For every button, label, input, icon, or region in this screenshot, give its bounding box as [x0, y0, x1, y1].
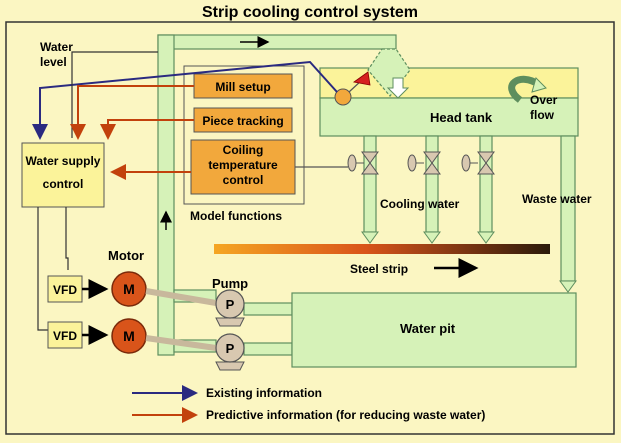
legend-predictive-label: Predictive information (for reducing was… [206, 408, 485, 422]
pipe-signal-line [71, 51, 158, 138]
overflow-label: Over [530, 93, 558, 107]
svg-text:level: level [40, 55, 67, 69]
diagram-title: Strip cooling control system [202, 4, 418, 21]
steel-strip [214, 244, 550, 254]
motor-label: Motor [108, 248, 144, 263]
pump-label: Pump [212, 276, 248, 291]
flag-icon [353, 71, 371, 86]
coiling-label: Coiling [223, 143, 264, 157]
shaft [145, 335, 217, 351]
model-functions-label: Model functions [190, 209, 282, 223]
outer-frame [5, 21, 615, 435]
steel-strip-label: Steel strip [350, 262, 408, 276]
coiling-temp-box [190, 139, 296, 195]
water-pit [291, 292, 577, 368]
valve-icon [461, 151, 495, 175]
existing-info-line [32, 60, 338, 140]
motor-icon-2 [111, 318, 147, 354]
water-level-label: Water [40, 40, 73, 54]
piece-tracking-label: Piece tracking [202, 114, 283, 128]
svg-text:temperature: temperature [208, 158, 278, 172]
svg-text:control: control [223, 173, 264, 187]
water-pit-label: Water pit [400, 321, 456, 336]
shaft [145, 288, 217, 306]
overflow-arrow [508, 75, 540, 103]
predictive-line-tracking [100, 119, 194, 140]
waste-water-pipe [559, 135, 577, 293]
model-functions-frame [183, 65, 305, 205]
water-supply-control-box [21, 142, 105, 208]
cooling-water-label: Cooling water [380, 197, 460, 211]
vfd-control-line [37, 207, 48, 331]
piece-tracking-box [193, 107, 293, 133]
legend-existing-label: Existing information [206, 386, 322, 400]
head-tank-label: Head tank [430, 110, 493, 125]
vfd-box-1 [47, 275, 83, 303]
valve-icon [407, 151, 441, 175]
pump-icon-2 [215, 333, 245, 363]
svg-text:P: P [226, 297, 235, 312]
svg-text:M: M [123, 281, 135, 297]
waste-water-label: Waste water [522, 192, 592, 206]
mill-setup-label: Mill setup [215, 80, 270, 94]
cooling-pipes [361, 135, 495, 244]
vfd-label-2: VFD [53, 329, 77, 343]
svg-text:P: P [226, 341, 235, 356]
head-tank: Head tank [319, 77, 579, 137]
predictive-line-mill [70, 85, 194, 140]
svg-text:M: M [123, 328, 135, 344]
vfd-label-1: VFD [53, 283, 77, 297]
mill-setup-box [193, 73, 293, 99]
motor-icon-1 [111, 271, 147, 307]
valve-icon [347, 151, 379, 175]
vfd-control-line [65, 207, 69, 270]
pump-icon-1 [215, 289, 245, 319]
water-supply-label: Water supply [26, 154, 101, 168]
level-sensor-icon [334, 88, 352, 106]
svg-text:control: control [43, 177, 84, 191]
svg-text:flow: flow [530, 108, 555, 122]
